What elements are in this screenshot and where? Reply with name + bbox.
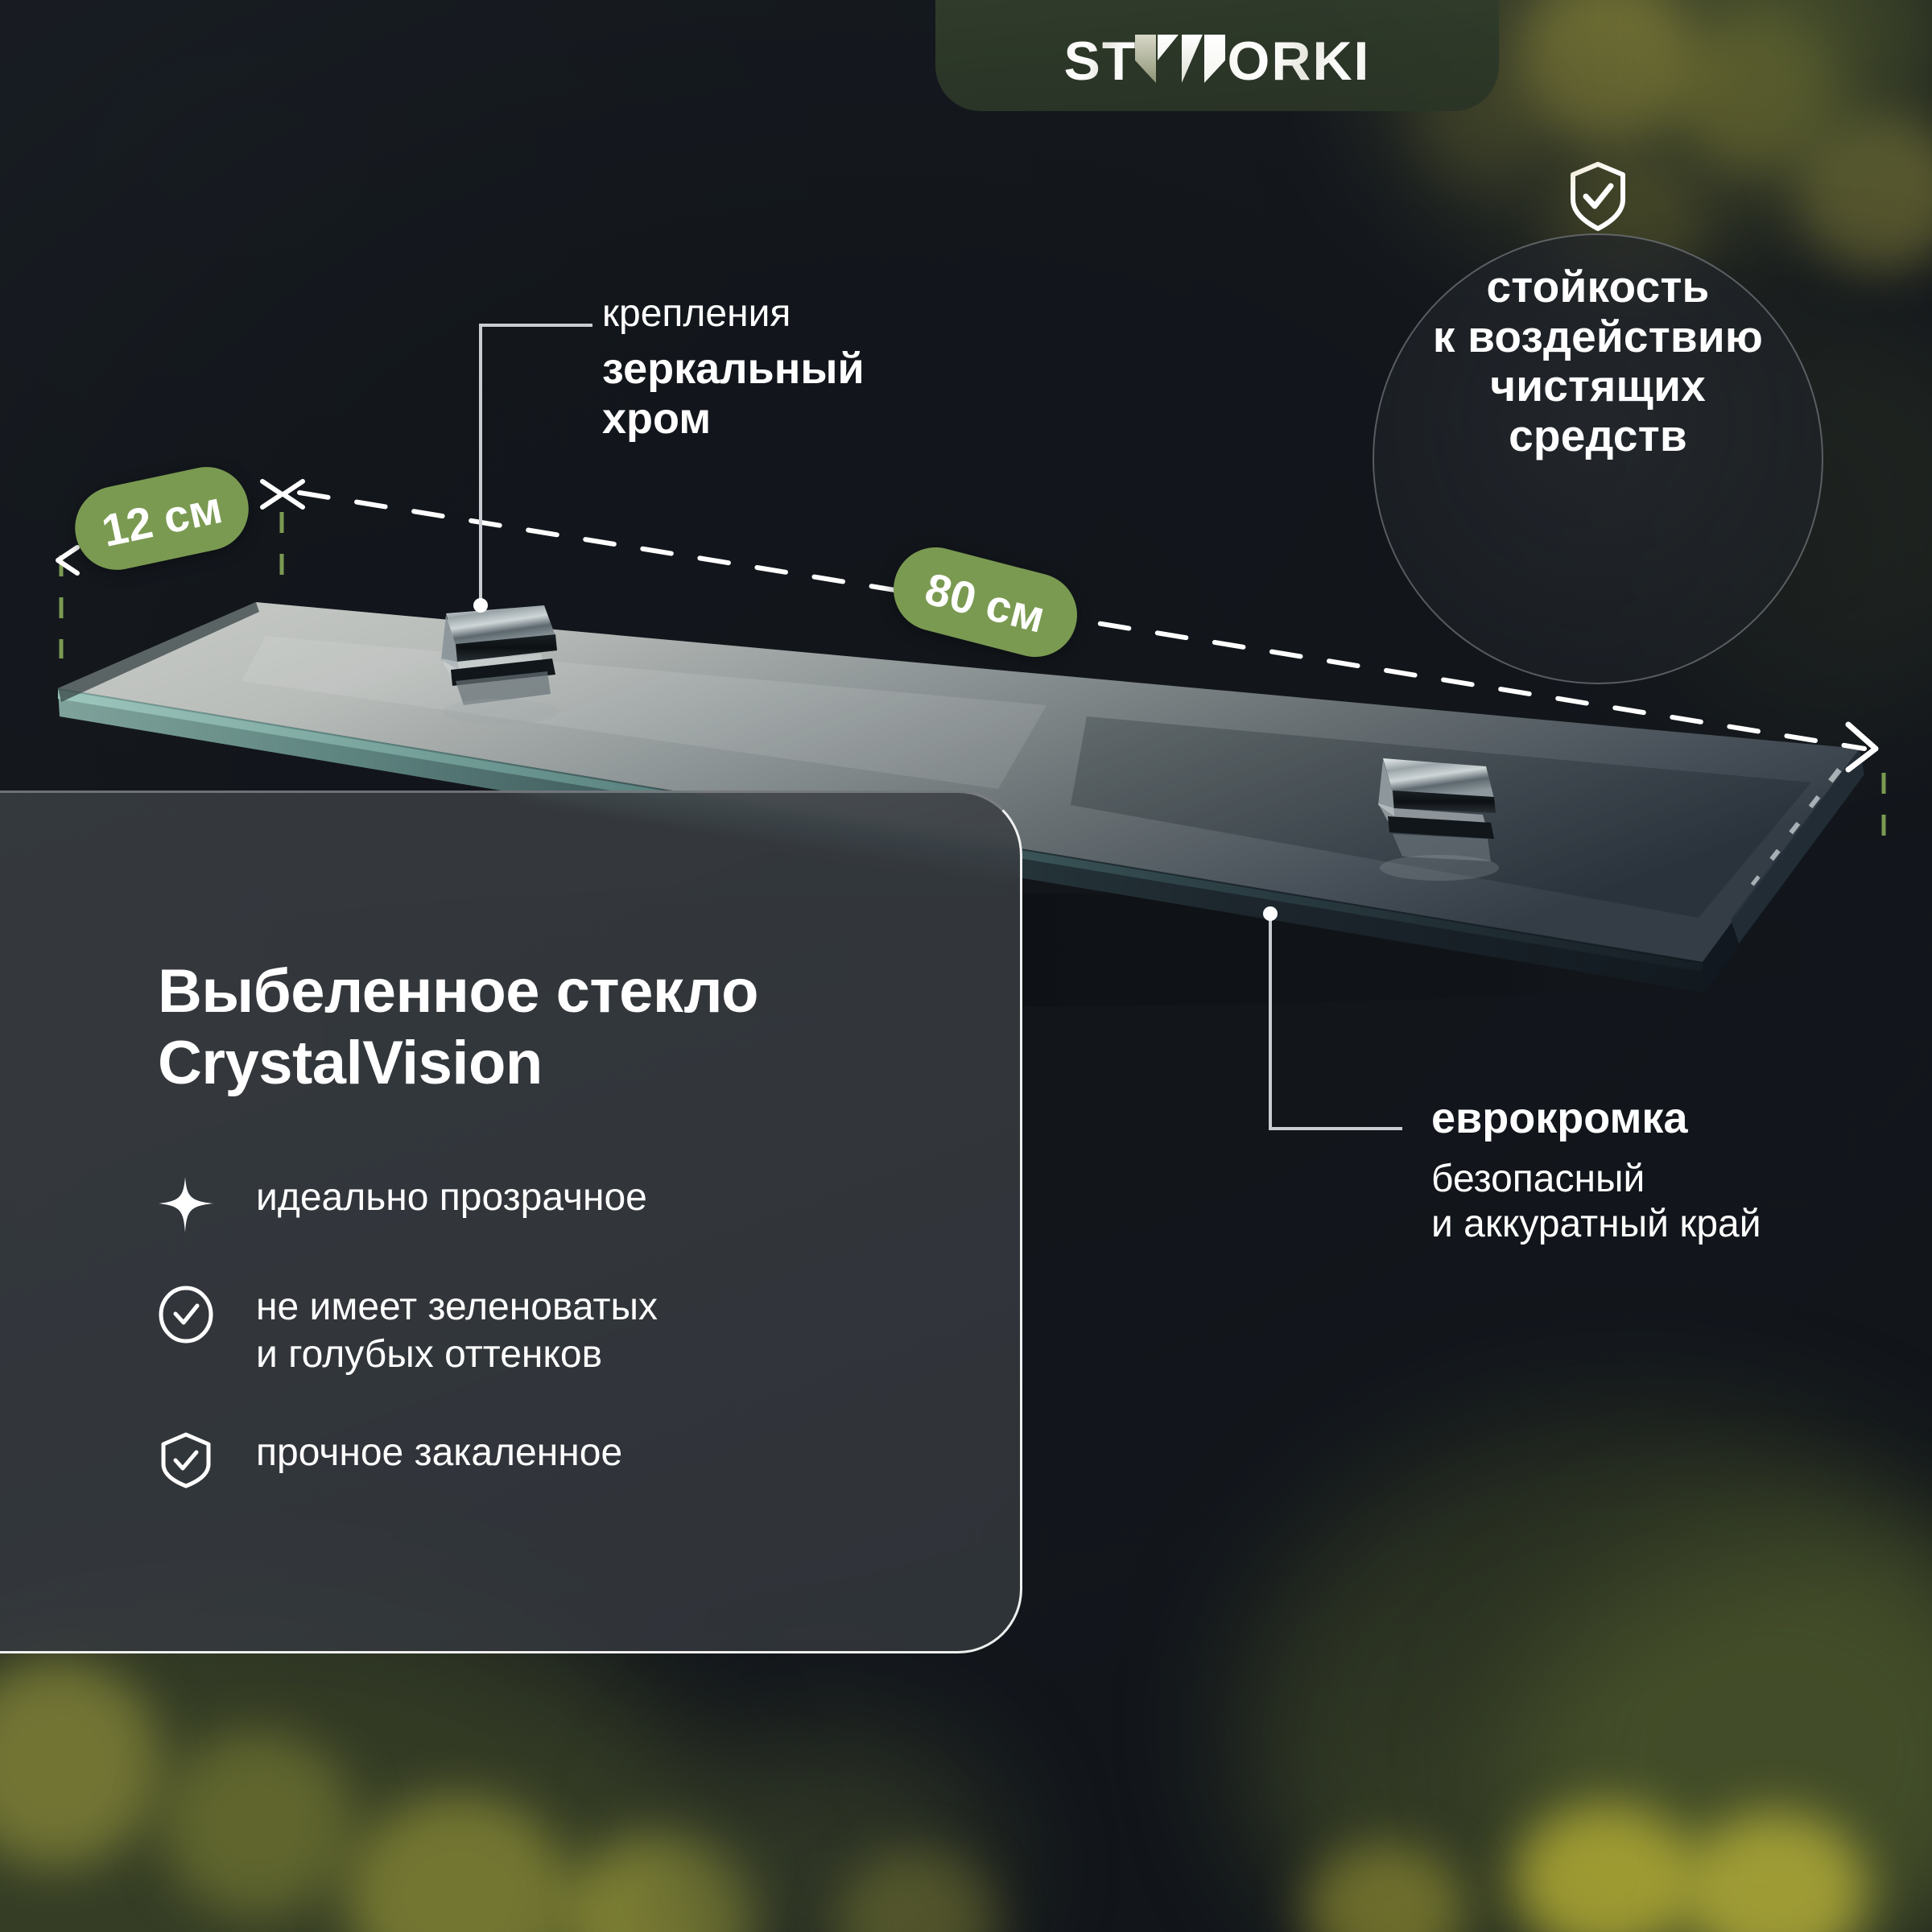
feature-text: прочное закаленное: [256, 1429, 622, 1477]
glass-info-panel: [0, 791, 1022, 1653]
feature-text-line1: идеально прозрачное: [256, 1175, 647, 1219]
dimension-arrow: [56, 479, 305, 576]
leader-endpoint-dot: [1263, 906, 1278, 921]
leader-endpoint-dot: [473, 598, 488, 613]
badge-line-1: стойкость: [1486, 262, 1710, 312]
feature-text-line1: прочное закаленное: [256, 1430, 623, 1474]
callout-edge-label: еврокромка: [1431, 1094, 1688, 1142]
panel-title-line1: Выбеленное стекло: [158, 957, 759, 1026]
shelf-bracket: [1378, 758, 1499, 881]
leader-line-edge: [1269, 914, 1402, 1130]
shelf-bracket: [441, 605, 559, 724]
feature-text-line1: не имеет зеленоватых: [256, 1285, 658, 1328]
feature-item: прочное закаленное: [158, 1429, 979, 1488]
shield-check-icon: [1571, 162, 1625, 231]
sparkle-icon: [159, 1176, 213, 1232]
callout-mount-label: крепления: [602, 292, 791, 335]
callout-mount-value: зеркальный хром: [602, 344, 865, 444]
badge-line-3: чистящих: [1490, 361, 1706, 411]
circle-check-icon: [159, 1286, 213, 1344]
feature-text: не имеет зеленоватых и голубых оттенков: [256, 1283, 658, 1379]
glass-info-panel-content: Выбеленное стекло CrystalVision идеально…: [158, 956, 979, 1488]
leader-line-mount: [479, 324, 592, 605]
dimension-arrow: [1845, 721, 1879, 773]
feature-list: идеально прозрачное не имеет зеленоватых…: [158, 1174, 979, 1488]
brand-logo: ST: [1064, 32, 1371, 90]
dimension-depth-value: 12 см: [97, 481, 227, 556]
durability-badge: стойкость к воздействию чистящих средств: [1385, 161, 1811, 507]
panel-title: Выбеленное стекло CrystalVision: [158, 956, 979, 1100]
durability-badge-text: стойкость к воздействию чистящих средств: [1433, 262, 1763, 460]
callout-mount: крепления зеркальный хром: [602, 291, 865, 444]
badge-line-2: к воздействию: [1432, 311, 1764, 361]
brand-logo-plate: ST: [935, 0, 1499, 111]
durability-badge-circle: [1373, 233, 1823, 684]
callout-edge: еврокромка безопасный и аккуратный край: [1431, 1093, 1761, 1248]
callout-edge-value-line2: и аккуратный край: [1431, 1203, 1761, 1246]
badge-line-4: средств: [1509, 410, 1687, 460]
feature-text-line2: и голубых оттенков: [256, 1333, 603, 1377]
callout-mount-value-line2: хром: [602, 394, 712, 444]
logo-text-left: ST: [1063, 31, 1137, 92]
callout-mount-value-line1: зеркальный: [602, 344, 865, 393]
feature-item: идеально прозрачное: [158, 1174, 979, 1233]
shield-check-icon: [161, 1432, 211, 1488]
dimension-width-value: 80 см: [920, 562, 1051, 642]
stworki-w-mark: [1135, 35, 1226, 83]
panel-title-line2: CrystalVision: [158, 1028, 543, 1097]
logo-text-right: ORKI: [1227, 31, 1371, 92]
callout-edge-value: безопасный и аккуратный край: [1431, 1157, 1761, 1248]
feature-text: идеально прозрачное: [256, 1174, 647, 1222]
callout-edge-value-line1: безопасный: [1431, 1157, 1645, 1200]
feature-item: не имеет зеленоватых и голубых оттенков: [158, 1283, 979, 1379]
